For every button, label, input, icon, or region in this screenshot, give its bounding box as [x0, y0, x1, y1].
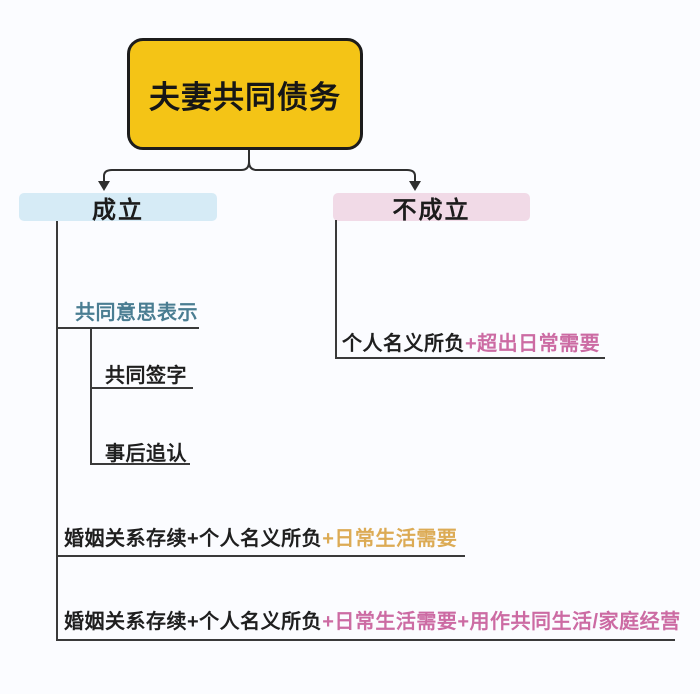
- node-family-business-row: 婚姻关系存续+个人名义所负+日常生活需要+用作共同生活/家庭经营: [64, 605, 681, 634]
- node-post-ratification: 事后追认: [105, 443, 187, 465]
- joint-intent-sub-line: [90, 327, 92, 465]
- arrow-down-icon: [98, 181, 110, 191]
- personal-debt-row-prefix: 个人名义所负: [342, 333, 465, 355]
- joint-intent-underline: [56, 327, 199, 329]
- established-trunk-line: [56, 221, 58, 641]
- root-node-label: 夫妻共同债务: [149, 79, 341, 115]
- branch-header-established: 成立: [19, 193, 217, 224]
- daily-needs-row-prefix: 婚姻关系存续+个人名义所负: [64, 528, 323, 550]
- personal-debt-row-highlight: +超出日常需要: [465, 333, 601, 355]
- branch-header-not-established: 不成立: [333, 193, 530, 224]
- arrow-down-icon: [409, 181, 421, 191]
- connector-left-elbow: [103, 150, 250, 182]
- family-business-row-highlight: +日常生活需要+用作共同生活/家庭经营: [322, 611, 681, 633]
- family-business-row-underline: [56, 639, 675, 641]
- family-business-row-prefix: 婚姻关系存续+个人名义所负: [64, 611, 323, 633]
- daily-needs-row-highlight: +日常生活需要: [322, 528, 458, 550]
- node-joint-intent: 共同意思表示: [75, 302, 198, 324]
- branch-header-not-established-label: 不成立: [392, 196, 471, 224]
- branch-connector: [98, 150, 421, 191]
- node-joint-signature: 共同签字: [105, 365, 187, 387]
- root-node-marital-joint-debt: 夫妻共同债务: [127, 38, 363, 150]
- node-daily-needs-row: 婚姻关系存续+个人名义所负+日常生活需要: [64, 522, 457, 551]
- post-ratification-underline: [90, 463, 190, 465]
- not-established-trunk-line: [335, 220, 337, 359]
- node-personal-debt-row: 个人名义所负+超出日常需要: [342, 327, 600, 356]
- personal-debt-row-underline: [335, 357, 605, 359]
- connector-right-elbow: [248, 161, 416, 182]
- joint-signature-underline: [90, 387, 193, 389]
- daily-needs-row-underline: [56, 555, 465, 557]
- branch-header-established-label: 成立: [92, 196, 144, 224]
- connector-lines: [103, 150, 416, 182]
